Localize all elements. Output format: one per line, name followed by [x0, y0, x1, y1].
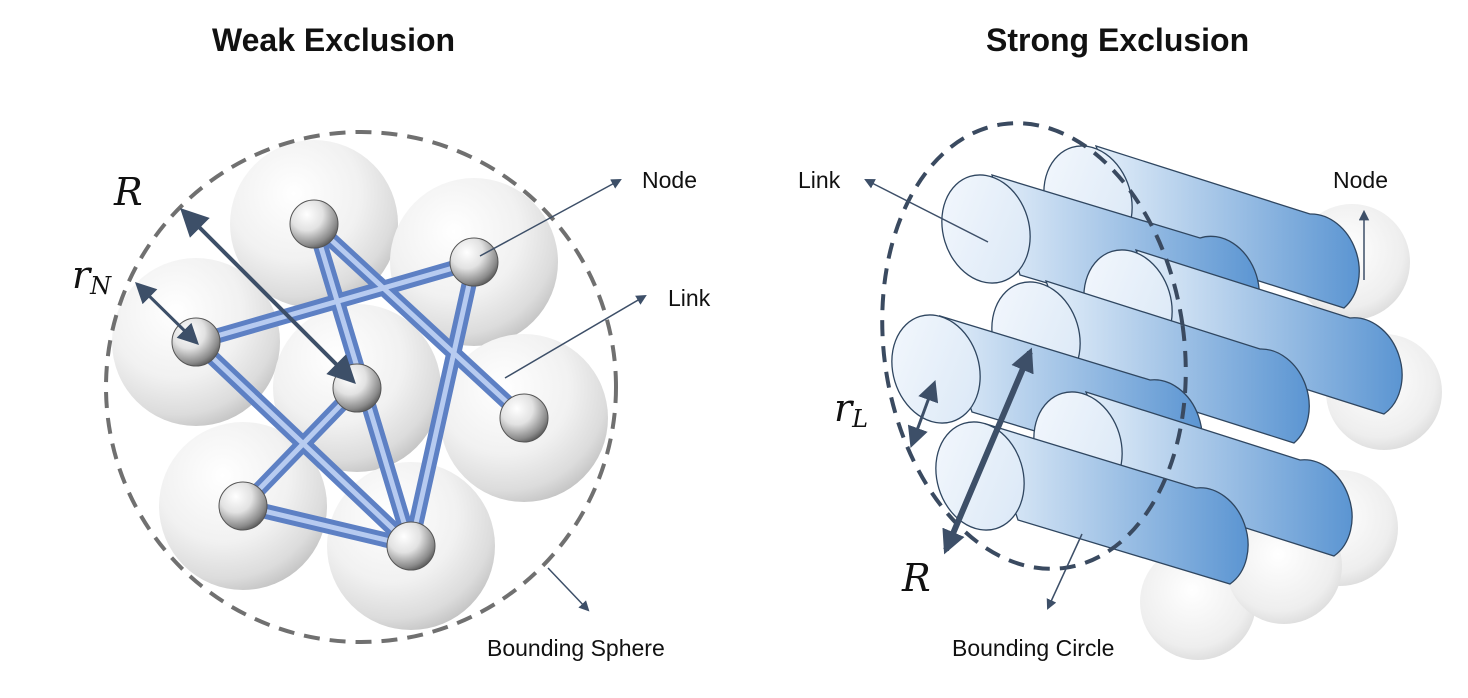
radius-arrow	[942, 347, 1034, 555]
node-radius-arrow	[135, 282, 199, 345]
strong-radius-symbol: R	[902, 556, 931, 600]
node-ball	[218, 481, 268, 531]
strong-node-label: Node	[1333, 167, 1388, 193]
node-ball	[449, 237, 499, 287]
weak-node-label: Node	[642, 167, 697, 193]
bounding-sphere	[104, 130, 618, 644]
weak-exclusion-panel	[104, 130, 647, 644]
weak-exclusion-title: Weak Exclusion	[212, 22, 456, 58]
link-leader-arrow	[864, 179, 989, 243]
strong-exclusion-panel	[864, 121, 1442, 660]
strong-exclusion-title: Strong Exclusion	[986, 22, 1250, 58]
link-radius-arrow	[907, 380, 939, 448]
node-leader-arrow	[479, 178, 622, 257]
weak-link-label: Link	[668, 285, 711, 311]
weak-radius-symbol: R	[114, 170, 143, 214]
link-leader-arrow	[504, 294, 647, 379]
strong-link-label: Link	[798, 167, 841, 193]
node-ball	[499, 393, 549, 443]
radius-arrow	[180, 208, 356, 384]
strong-link-radius-symbol: rL	[834, 386, 869, 433]
bounding-circle-leader-arrow	[1046, 533, 1083, 610]
bounding-circle-label: Bounding Circle	[952, 635, 1115, 661]
weak-node-radius-symbol: rN	[72, 253, 112, 300]
node-ball	[386, 521, 436, 571]
bounding-sphere-leader-arrow	[547, 567, 590, 612]
bounding-sphere-label: Bounding Sphere	[487, 635, 665, 661]
node-ball	[332, 363, 382, 413]
node-ball	[289, 199, 339, 249]
